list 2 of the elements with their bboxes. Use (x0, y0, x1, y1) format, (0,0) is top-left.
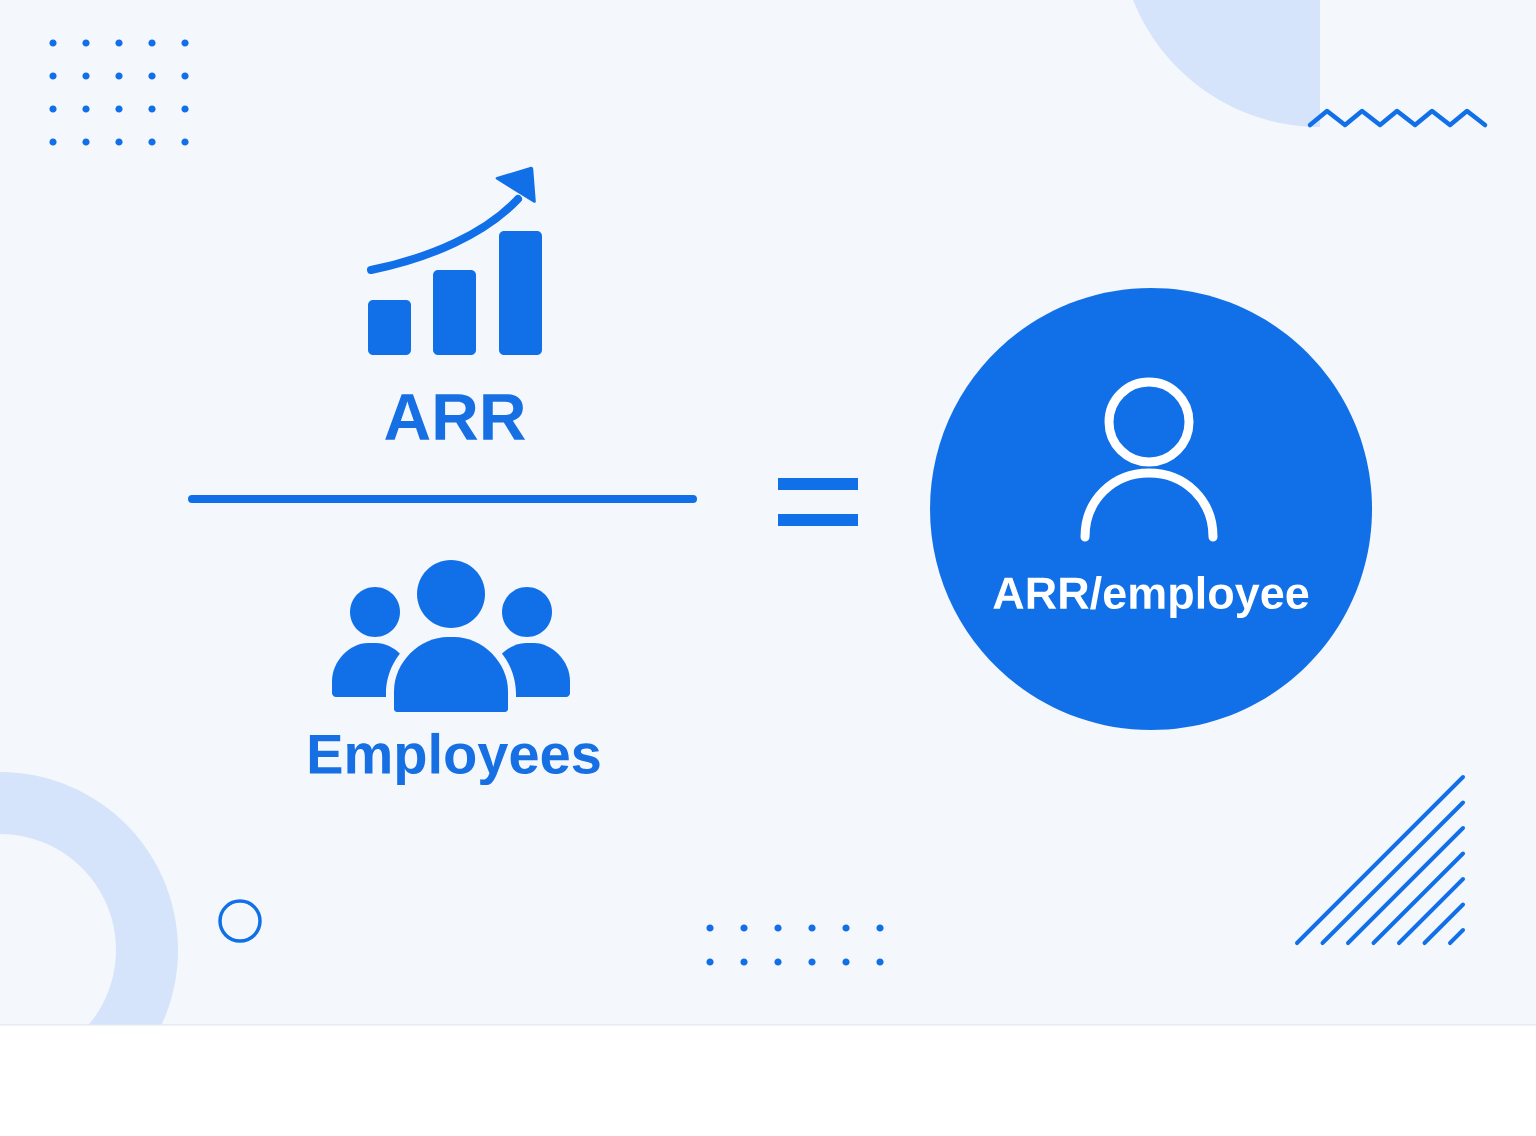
denominator-label: Employees (309, 732, 600, 786)
numerator-label: ARR (385, 394, 526, 440)
